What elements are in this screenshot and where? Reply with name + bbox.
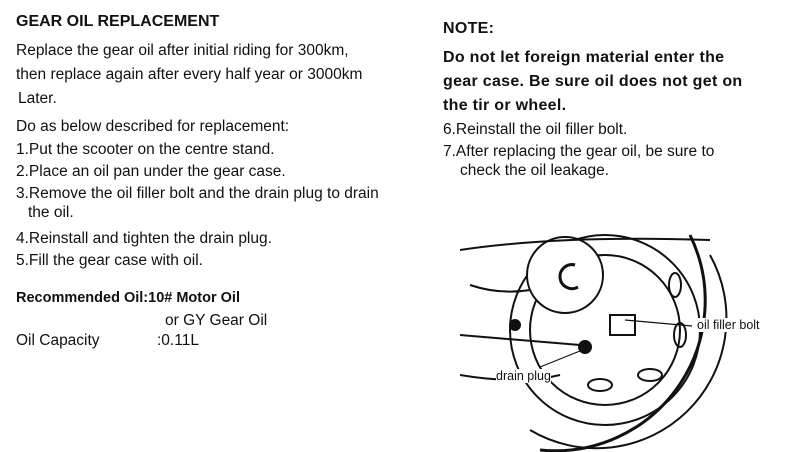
drain-plug-label: drain plug xyxy=(496,369,551,383)
note-title: NOTE: xyxy=(443,20,495,37)
brake-linkage xyxy=(609,314,636,336)
rim-hole xyxy=(673,322,687,348)
gear-case-cover xyxy=(526,236,604,314)
tire-inner xyxy=(529,254,728,450)
step: 1.Put the scooter on the centre stand. xyxy=(16,141,275,158)
oil-capacity-label: Oil Capacity xyxy=(16,332,100,349)
step: 5.Fill the gear case with oil. xyxy=(16,252,203,269)
step-continued: the oil. xyxy=(28,204,74,221)
intro-line: Replace the gear oil after initial ridin… xyxy=(16,42,349,59)
section-title: GEAR OIL REPLACEMENT xyxy=(16,13,220,30)
step: 4.Reinstall and tighten the drain plug. xyxy=(16,230,272,247)
recommended-oil-alt: or GY Gear Oil xyxy=(165,312,268,329)
step-continued: check the oil leakage. xyxy=(460,162,610,179)
recommended-oil: Recommended Oil:10# Motor Oil xyxy=(16,290,240,306)
intro-line: then replace again after every half year… xyxy=(16,66,363,83)
step: 3.Remove the oil filler bolt and the dra… xyxy=(16,185,379,202)
step: 6.Reinstall the oil filler bolt. xyxy=(443,121,628,138)
oil-filler-bolt-label: oil filler bolt xyxy=(697,318,760,332)
drain-plug-marker xyxy=(509,319,521,331)
filler-leader xyxy=(624,319,693,327)
gear-case-diagram xyxy=(460,234,728,452)
rim-hole xyxy=(668,272,682,298)
step: 7.After replacing the gear oil, be sure … xyxy=(443,143,715,160)
wheel-disc xyxy=(529,254,681,406)
step: 2.Place an oil pan under the gear case. xyxy=(16,163,286,180)
axle-nut xyxy=(558,263,579,291)
rim-hole xyxy=(587,378,613,392)
note-line: the tir or wheel. xyxy=(443,97,567,114)
procedure-intro: Do as below described for replacement: xyxy=(16,118,290,135)
oil-capacity-value: :0.11L xyxy=(157,332,199,349)
intro-line: Later. xyxy=(18,90,57,107)
swing-arm xyxy=(460,237,711,381)
note-line: Do not let foreign material enter the xyxy=(443,49,725,66)
rim-hole xyxy=(637,368,663,382)
note-line: gear case. Be sure oil does not get on xyxy=(443,73,743,90)
drain-leader xyxy=(539,346,591,368)
